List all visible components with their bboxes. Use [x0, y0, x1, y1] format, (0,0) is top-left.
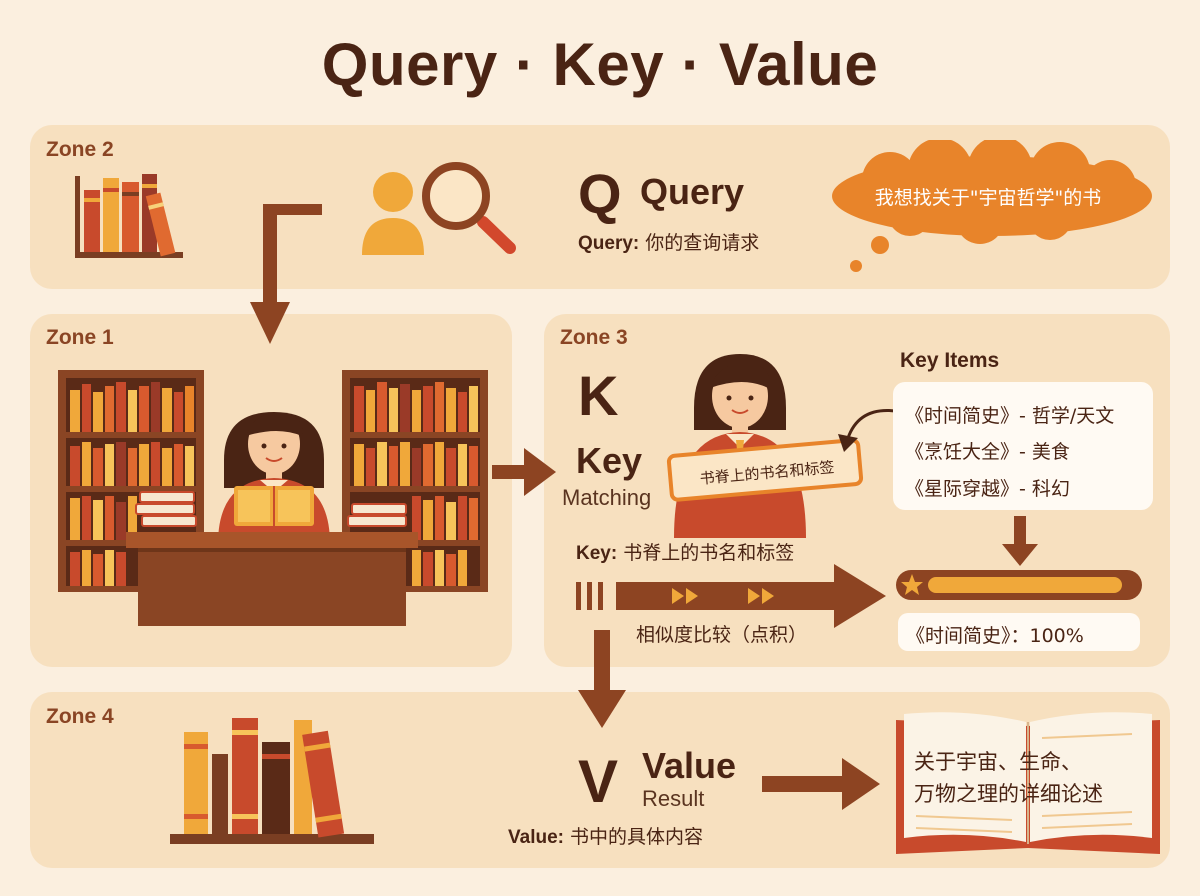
arrow-query-to-library	[250, 204, 322, 344]
similarity-arrow	[576, 564, 886, 628]
value-books-icon	[170, 718, 374, 844]
key-description: Key: 书脊上的书名和标签	[576, 542, 795, 564]
value-desc-text: 书中的具体内容	[570, 826, 704, 848]
key-item: 《星际穿越》- 科幻	[905, 478, 1070, 500]
key-subtitle: Matching	[562, 485, 652, 510]
value-subtitle: Result	[642, 786, 705, 811]
query-desc-label: Query:	[578, 233, 640, 254]
key-word: Key	[576, 440, 643, 481]
value-book-line1: 关于宇宙、生命、	[914, 750, 1082, 774]
open-book-icon	[896, 712, 1160, 854]
key-desc-text: 书脊上的书名和标签	[623, 542, 795, 564]
key-item: 《时间简史》- 哲学/天文	[905, 405, 1115, 427]
librarian-icon	[218, 412, 330, 544]
value-letter: V	[578, 748, 619, 815]
value-description: Value: 书中的具体内容	[508, 826, 704, 848]
query-letter: Q	[578, 162, 622, 225]
library-scene	[58, 370, 488, 626]
zone-4-label: Zone 4	[46, 705, 114, 728]
value-desc-label: Value:	[508, 827, 564, 848]
query-description: Query: 你的查询请求	[578, 232, 760, 254]
zone-1-label: Zone 1	[46, 326, 114, 349]
books-icon	[75, 174, 183, 258]
match-bar	[896, 570, 1142, 600]
arrow-key-to-value	[578, 630, 626, 728]
key-letter: K	[578, 364, 619, 427]
value-word: Value	[642, 745, 737, 786]
key-person-icon	[666, 354, 864, 538]
value-book-line2: 万物之理的详细论述	[914, 782, 1103, 806]
magnifier-icon	[422, 162, 516, 254]
match-result-text: 《时间简史》：100%	[906, 625, 1084, 647]
star-icon	[901, 574, 923, 595]
arrow-value-to-book	[762, 758, 880, 810]
query-word: Query	[640, 171, 745, 212]
zone-3-label: Zone 3	[560, 326, 628, 349]
match-result-panel	[898, 613, 1140, 651]
key-items-panel	[893, 382, 1153, 510]
query-desc-text: 你的查询请求	[645, 232, 760, 254]
page-title: Query · Key · Value	[321, 31, 879, 98]
arrow-library-to-key	[492, 448, 556, 496]
key-items-title: Key Items	[900, 349, 1000, 372]
user-search-icon	[362, 162, 516, 255]
key-item: 《烹饪大全》- 美食	[905, 441, 1070, 463]
user-icon	[362, 172, 424, 255]
query-thought-text: 我想找关于"宇宙哲学"的书	[874, 187, 1102, 209]
zone-2-label: Zone 2	[46, 138, 114, 161]
thought-cloud-icon	[832, 140, 1152, 272]
similarity-label: 相似度比较（点积）	[636, 624, 808, 646]
key-desc-label: Key:	[576, 543, 618, 564]
arrow-items-to-bar	[1002, 516, 1038, 566]
